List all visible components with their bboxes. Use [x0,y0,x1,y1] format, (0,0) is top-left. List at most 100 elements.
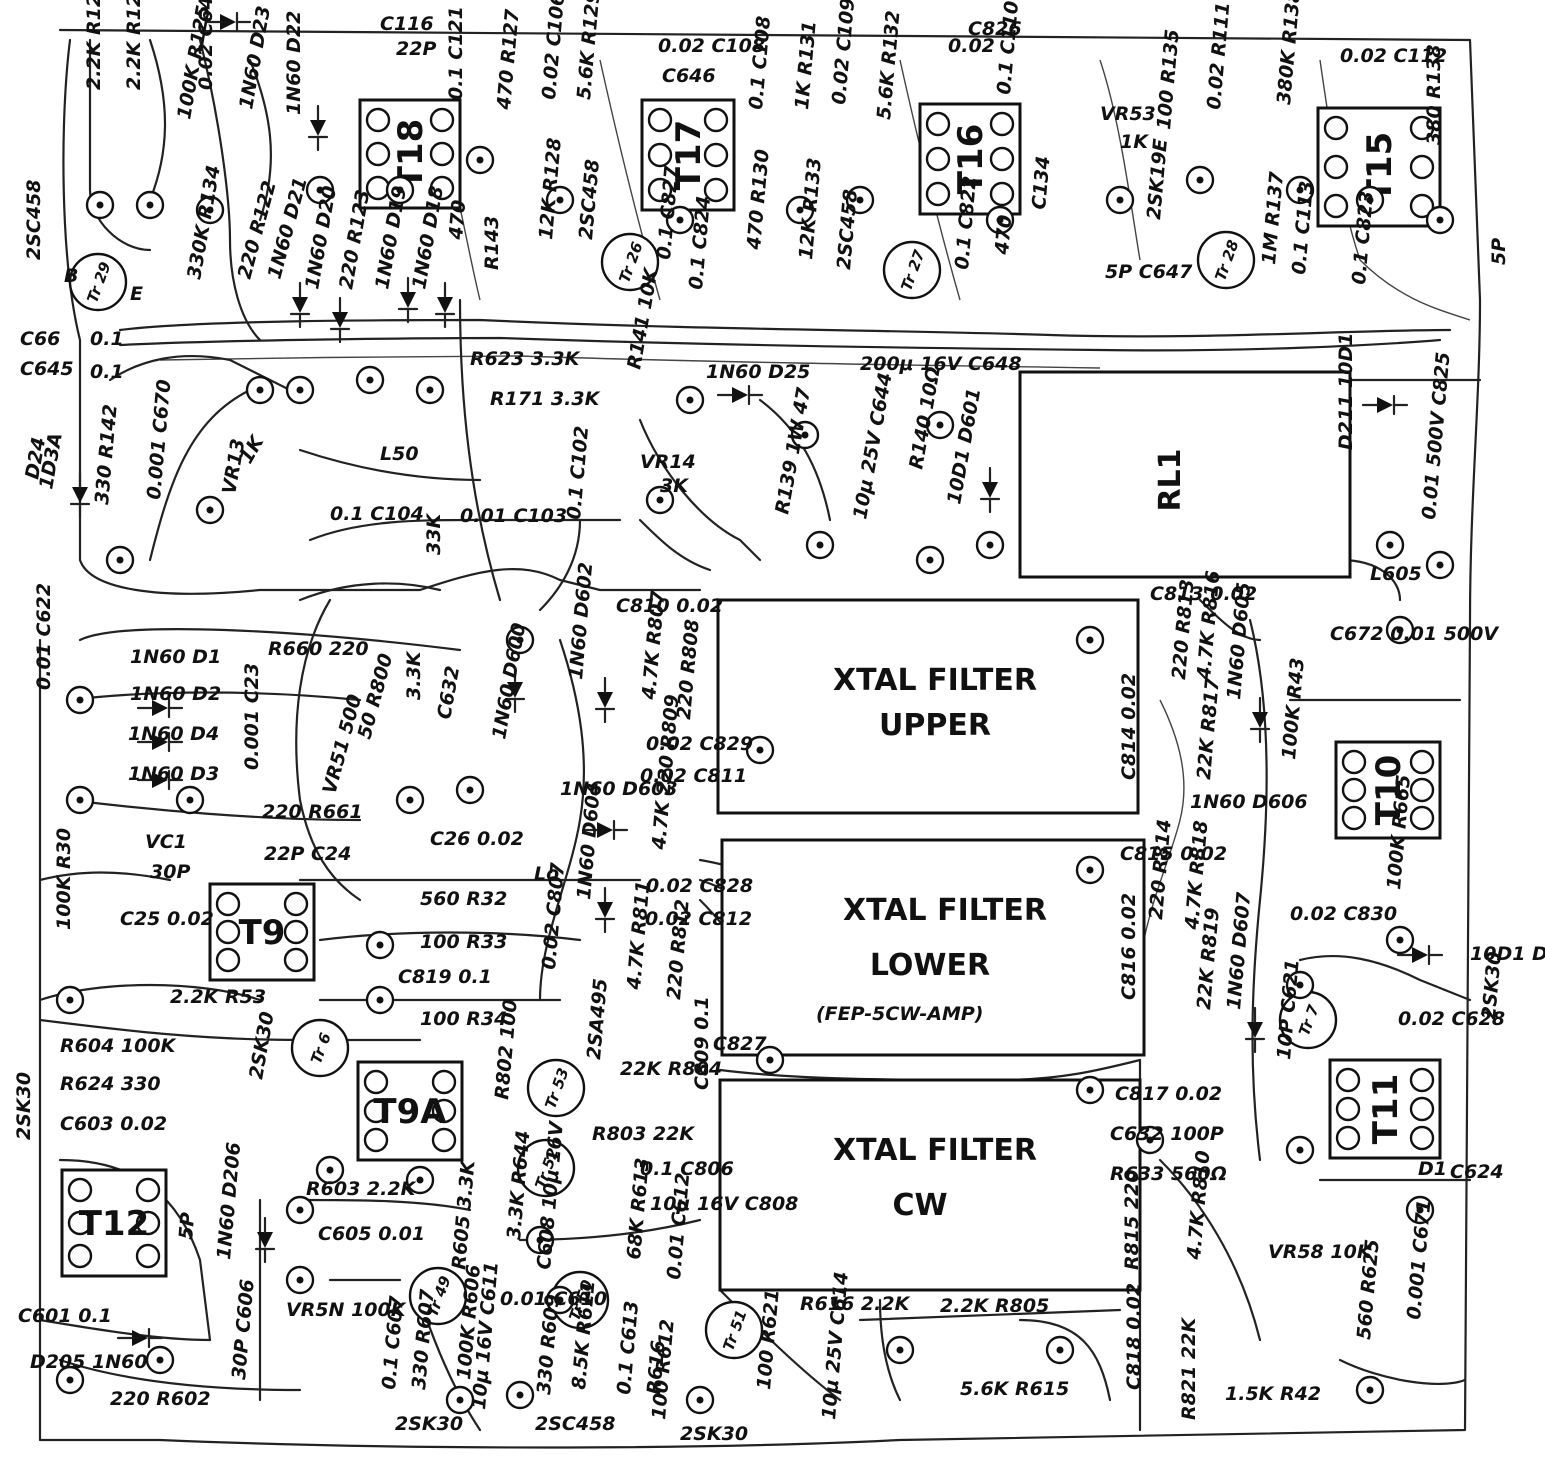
label-r605: R605 3.3K [448,1158,480,1270]
diode-glyph [204,11,252,33]
diode-glyph [434,281,456,329]
label-c816: C816 0.02 [1118,893,1140,1000]
label-r811: 4.7K R811 [623,880,655,992]
diode-triangle [437,297,453,313]
coil-pin [1335,1125,1361,1151]
label-r32: 560 R32 [420,888,507,910]
coil-pin [925,111,951,137]
drill-hole [516,636,524,644]
transistor-tr27: Tr 27 [882,240,942,300]
drill-hole [926,556,934,564]
label-c66v: 0.1 [90,328,124,350]
label-r616b: R616 [643,1339,670,1395]
drill-hole [1086,866,1094,874]
label-r123: 220 R123 [335,188,374,291]
coil-pin [215,919,241,945]
label-c110: 0.1 C110 [993,0,1023,95]
label-vc1v: 30P [150,861,190,883]
diode-triangle [597,902,613,918]
label-c811: 0.02 C811 [640,765,747,787]
drill-hole [696,1396,704,1404]
transistor-body [516,1138,576,1198]
diode-glyph [136,697,184,719]
drill-hole [516,1391,524,1399]
label-c647: 5P C647 [1105,261,1193,283]
transistor-tr28: Tr 28 [1196,230,1256,290]
diode-glyph [504,666,526,714]
drill-hole [376,941,384,949]
drill-hole [316,186,324,194]
drill-hole [1056,1346,1064,1354]
diode-glyph [979,466,1001,514]
coil-pin [1409,805,1435,831]
coil-pin [925,181,951,207]
drill-hole [466,786,474,794]
diode-triangle [1412,947,1428,963]
label-vr53: VR53 [1100,103,1156,125]
label-r138b: 380 R138 [1423,44,1445,145]
label-r143: R143 [481,216,503,270]
label-c104: 0.1 C104 [330,503,424,525]
xtal-lower-sub: LOWER [870,948,990,983]
label-r661: 220 R661 [262,801,363,823]
label-fep: (FEP-5CW-AMP) [816,1003,984,1025]
drill-hole [1296,186,1304,194]
coil-t17: T17 [640,98,736,212]
label-c24: 22P C24 [264,843,351,865]
label-c116: C116 [380,13,434,35]
coil-pin [215,891,241,917]
drill-hole [1196,176,1204,184]
diode-glyph [1396,944,1444,966]
diode-glyph [594,886,616,934]
xtal-filter-lower [720,838,1146,1057]
label-r623: R623 3.3K [470,348,581,370]
label-c818: C818 0.02 [1123,1283,1145,1390]
label-r821: R821 22K [1178,1317,1200,1420]
label-r30: 100K R30 [53,828,75,930]
diode-triangle [732,387,748,403]
label-r814: 220 R814 [1145,818,1176,920]
label-d22: 1N60 D22 [283,11,305,115]
coil-pin [1409,1096,1435,1122]
drill-hole [801,431,809,439]
drill-hole [456,1396,464,1404]
coil-pin [429,175,455,201]
label-r135: 100 R135 [1153,28,1184,130]
coil-pin [1335,1067,1361,1093]
label-c646: C646 [662,65,716,87]
label-r42: 1.5K R42 [1225,1383,1321,1405]
xtal-upper-sub: UPPER [879,708,991,743]
diode-glyph [581,819,629,841]
coil-t9a: T9A [356,1060,464,1162]
label-c827b: C827 [713,1033,767,1055]
drill-hole [986,541,994,549]
transistor-tr53: Tr 53 [526,1058,586,1118]
label-c5p: 5P [1488,238,1510,265]
label-q2sk30b: 2SK30 [245,1010,278,1081]
label-q2sk30d: 2SK30 [395,1413,463,1435]
coil-pin [365,107,391,133]
label-c102: 0.1 C102 [563,425,593,520]
diode-glyph [136,769,184,791]
solder-pads [55,145,1455,1415]
label-lo: Lo [534,863,559,885]
coil-pin [989,111,1015,137]
label-r660: R660 220 [268,638,369,660]
label-d4: 1N60 D4 [128,723,219,745]
drill-hole [536,1236,544,1244]
coil-pin [135,1243,161,1269]
label-c106: 0.02 C106 [538,0,569,100]
coil-pin [67,1210,93,1236]
label-r138: 380K R138 [1273,0,1305,105]
label-vr14v: 3K [660,475,689,497]
coil-pin [1409,1125,1435,1151]
label-d600: 1N60 D600 [488,621,530,741]
label-c813: C813 0.02 [1150,583,1257,605]
label-b: B [64,265,78,287]
coil-pin [1409,154,1435,180]
label-q2sc458b: 2SC458 [575,158,604,240]
drill-hole [296,386,304,394]
drill-hole [116,556,124,564]
label-c624: C624 [1450,1161,1504,1183]
label-d601: 10D1 D601 [943,386,985,506]
